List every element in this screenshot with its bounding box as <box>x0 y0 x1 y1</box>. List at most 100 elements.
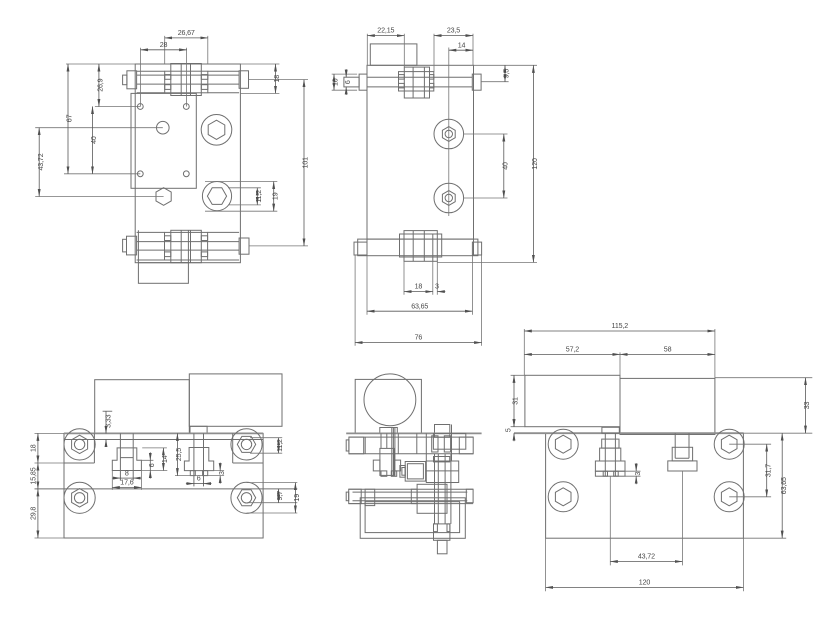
dim-14: 14 <box>448 41 474 52</box>
dim-label: 26,9 <box>97 78 105 91</box>
front-bottom-tab <box>137 262 189 284</box>
dim-22-15: 22,15 <box>366 27 405 38</box>
dim-label: 67 <box>66 114 74 122</box>
dim-label: 22,15 <box>377 27 394 35</box>
dim-label: 9,5 <box>503 69 511 79</box>
dim-6: 6 <box>344 69 352 95</box>
dim-label: 58 <box>664 346 672 354</box>
side-bolt-assembly-bottom <box>353 230 483 262</box>
dim-label: 10 <box>332 78 340 86</box>
back-bottom-stack <box>433 523 451 555</box>
dim-label: 6 <box>148 463 156 467</box>
dim-label: 5 <box>504 428 512 432</box>
bottom-right-block <box>188 373 283 427</box>
dim-15-85: 15,85 <box>29 462 40 490</box>
dim-label: 11,2 <box>255 190 263 203</box>
front-mounting-plate <box>130 92 197 189</box>
dim-11-2: 11,2 <box>276 437 284 454</box>
back-boss-circle <box>363 373 417 427</box>
dim-120: 120 <box>545 579 744 589</box>
front-socket-bolt-upper <box>200 114 233 146</box>
dim-label: 3,33 <box>105 414 113 427</box>
dim-label: 3 <box>435 283 439 291</box>
dim-label: 63,65 <box>411 302 428 310</box>
back-view <box>345 373 482 555</box>
dim-label: 14 <box>458 41 466 49</box>
dim-5: 5 <box>504 418 516 442</box>
dim-label: 6 <box>197 475 201 483</box>
dim-9-5: 9,5 <box>503 64 511 83</box>
dim-19: 19 <box>293 482 301 514</box>
dim-33: 33 <box>803 377 811 434</box>
dim-label: 63,65 <box>780 477 788 494</box>
dim-8: 8 <box>112 469 142 480</box>
dim-25-5: 25,5 <box>175 432 183 477</box>
front-hex-plug <box>155 187 172 206</box>
side-bolt-assembly-top <box>343 66 482 99</box>
dim-115-2: 115,2 <box>523 322 716 333</box>
dim-26-67: 26,67 <box>164 29 209 40</box>
back-square-port <box>399 461 427 482</box>
dim-label: 18 <box>273 75 281 83</box>
dim-label: 17,6 <box>120 479 133 487</box>
side-hex-bolt-lower <box>433 182 465 214</box>
dim-label: 19 <box>293 494 301 502</box>
dim-label: 40 <box>90 136 98 144</box>
dim-label: 28 <box>160 41 168 49</box>
bottom-hex-bolt-top-right <box>230 428 263 461</box>
front-plate-holes <box>136 103 190 178</box>
end-left-pedestal <box>594 426 626 477</box>
end-dimensions: 115,2 57,2 58 31 5 33 31,7 63,65 3 43,72… <box>504 322 811 589</box>
side-dimensions: 22,15 23,5 14 10 6 9,5 40 120 18 3 63,65… <box>332 27 539 345</box>
dim-label: 3 <box>634 472 642 476</box>
dim-40: 40 <box>501 133 509 199</box>
dim-label: 29,8 <box>29 507 37 520</box>
dim-23-5: 23,5 <box>433 27 474 38</box>
back-left-pedestal <box>372 427 402 477</box>
front-tab-hidden-edges <box>137 230 189 263</box>
dim-label: 25,5 <box>175 448 183 461</box>
dim-label: 15,85 <box>29 467 37 484</box>
dim-28: 28 <box>140 41 188 52</box>
dim-19: 19 <box>271 181 279 212</box>
dim-10: 10 <box>332 73 340 91</box>
dim-3: 3 <box>435 283 446 294</box>
dim-label: 101 <box>302 157 310 169</box>
dim-6-right: 6 <box>185 475 212 486</box>
bottom-hex-bolt-top-left <box>63 428 96 461</box>
bottom-hex-bolt-bottom-right <box>230 481 263 514</box>
bottom-block-tab <box>189 425 208 434</box>
end-view: 115,2 57,2 58 31 5 33 31,7 63,65 3 43,72… <box>504 322 813 592</box>
bottom-extension-lines <box>34 433 298 539</box>
front-bolt-assembly-bottom <box>122 229 250 264</box>
dim-label: 33 <box>803 402 811 410</box>
dim-label: 31,7 <box>764 464 772 477</box>
dim-58: 58 <box>619 346 716 356</box>
dim-3-33: 3,33 <box>102 410 113 448</box>
side-hex-bolt-upper <box>433 118 465 150</box>
bottom-dimensions: 3,33 18 15,85 29,8 8 17,6 6 14 25,5 6 3 … <box>29 410 301 539</box>
dim-label: 120 <box>531 158 539 170</box>
dim-label: 40 <box>501 162 509 170</box>
dim-label: 18 <box>415 283 423 291</box>
back-upper-bolt-row <box>345 424 474 461</box>
front-dimensions: 26,67 28 26,9 67 40 43,72 18 101 11,2 19 <box>37 29 310 247</box>
side-extension-lines <box>331 33 537 346</box>
end-right-block <box>619 377 716 435</box>
dim-76: 76 <box>354 334 483 345</box>
dim-43-72: 43,72 <box>37 127 45 197</box>
dim-label: 19 <box>271 192 279 200</box>
dim-40: 40 <box>90 106 98 175</box>
end-left-block <box>524 374 621 428</box>
back-frame <box>359 497 466 539</box>
dim-67: 67 <box>66 63 74 175</box>
dim-label: 76 <box>415 334 423 342</box>
dim-18: 18 <box>403 283 434 294</box>
bottom-view: 3,33 18 15,85 29,8 8 17,6 6 14 25,5 6 3 … <box>29 373 301 539</box>
dim-120: 120 <box>531 64 539 263</box>
dim-label: 43,72 <box>638 553 655 561</box>
dim-57-2: 57,2 <box>523 346 621 356</box>
dim-3: 3 <box>634 463 642 485</box>
